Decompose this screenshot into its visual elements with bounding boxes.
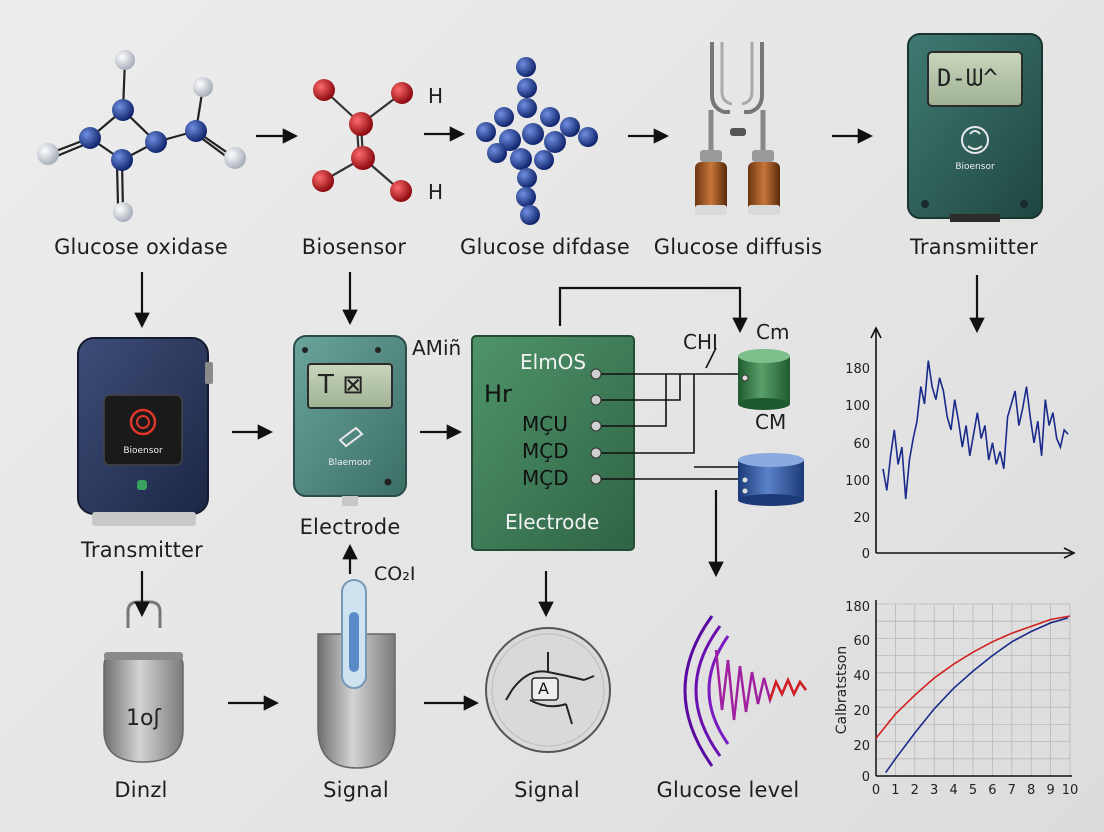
- transmitter-brand-left: Bioensor: [123, 446, 163, 456]
- chart2-x-tick-label: 5: [969, 783, 977, 798]
- chart2-x-tick-label: 10: [1062, 783, 1079, 798]
- label-dinzl: Dinzl: [114, 778, 168, 802]
- chart1-y-tick-label: 100: [845, 399, 870, 414]
- chart2-x-tick-label: 0: [872, 783, 880, 798]
- chart2-y-tick-label: 40: [853, 669, 870, 684]
- board-wires: [601, 347, 745, 480]
- flow-arrows: [134, 126, 985, 711]
- label-transmiitter: Transmiitter: [909, 235, 1039, 259]
- board-pin-2: MÇD: [522, 439, 569, 463]
- board-pin-3: MÇD: [522, 466, 569, 490]
- chart2-y-axis-label: Calbratstson: [834, 646, 850, 734]
- label-signal-2: Signal: [514, 778, 580, 802]
- chart1-y-tick-label: 100: [845, 474, 870, 489]
- chart2-x-tick-label: 9: [1046, 783, 1054, 798]
- chart1-series-line: [882, 360, 1069, 500]
- transmitter-device-top: [907, 33, 1043, 222]
- board-footer: Electrode: [505, 510, 600, 534]
- electrode-display-text: T ⊠: [318, 370, 364, 400]
- chart2-x-tick-label: 4: [949, 783, 957, 798]
- board-title: ElmOS: [520, 350, 587, 374]
- label-glucose-diffusis: Glucose diffusis: [653, 235, 823, 259]
- h-label-bottom: H: [428, 180, 444, 204]
- label-electrode: Electrode: [299, 515, 401, 539]
- biosensor-molecule: [312, 79, 413, 202]
- electrode-brand: Blaemoor: [328, 458, 372, 468]
- board-hr: Hr: [484, 380, 512, 408]
- cm-cylinder-blue: [738, 453, 804, 506]
- signal-dial: [485, 627, 611, 753]
- label-glucose-level: Glucose level: [656, 778, 800, 802]
- glucose-level-waveform: [683, 615, 807, 767]
- diffusion-electrodes: [695, 42, 780, 215]
- chart1-y-arrowhead: [870, 326, 882, 339]
- chart2-x-tick-label: 2: [911, 783, 919, 798]
- elmos-board: [471, 335, 635, 551]
- signal-sensor-device: [317, 579, 396, 769]
- h-label-top: H: [428, 84, 444, 108]
- chart1-y-tick-label: 180: [845, 362, 870, 377]
- cm-label-top: Cm: [756, 320, 790, 344]
- cm-label-bottom: CM: [755, 410, 787, 434]
- dial-letter: A: [538, 679, 549, 698]
- chart2-series-line: [885, 617, 1069, 774]
- label-glucose-oxidase: Glucose oxidase: [54, 235, 228, 259]
- label-glucose-difdase: Glucose difdase: [460, 235, 630, 259]
- chart1-y-tick-label: 20: [853, 511, 870, 526]
- chart2-x-tick-label: 3: [930, 783, 938, 798]
- chart2-x-tick-label: 1: [891, 783, 899, 798]
- chart2-y-tick-label: 180: [845, 600, 870, 615]
- chi-label: CHI: [683, 330, 718, 354]
- label-biosensor: Biosensor: [301, 235, 407, 259]
- electrode-device: [293, 335, 407, 506]
- chart2-x-tick-label: 8: [1027, 783, 1035, 798]
- dinzl-mark: 1oʃ: [126, 706, 161, 731]
- glucose-difdase-cluster: [476, 57, 598, 225]
- label-transmitter: Transmitter: [80, 538, 204, 562]
- chart1-y-tick-label: 60: [853, 437, 870, 452]
- dinzl-device: [103, 600, 184, 763]
- chart2-x-tick-label: 7: [1008, 783, 1016, 798]
- board-pin-1: MÇU: [522, 412, 568, 436]
- transmitter-device-left: [77, 337, 213, 526]
- chart2-series-line: [875, 615, 1071, 739]
- transmitter-brand-top: Bioensor: [955, 162, 995, 172]
- chart2-y-tick-label: 0: [862, 770, 870, 785]
- chart1-x-arrowhead: [1063, 547, 1076, 559]
- chart2-x-tick-label: 6: [988, 783, 996, 798]
- amin-label: AMiñ: [412, 336, 462, 360]
- co2-label: CO₂I: [374, 563, 416, 585]
- chart2-y-tick-label: 60: [853, 634, 870, 649]
- cm-cylinder-green: [738, 349, 790, 410]
- chart2-y-tick-label: 20: [853, 739, 870, 754]
- transmitter-display-text: D-ᗯ^: [937, 64, 998, 92]
- chart1-y-tick-label: 0: [862, 547, 870, 562]
- glucose-oxidase-molecule: [37, 50, 246, 222]
- chart2-y-tick-label: 20: [853, 704, 870, 719]
- label-signal-1: Signal: [323, 778, 389, 802]
